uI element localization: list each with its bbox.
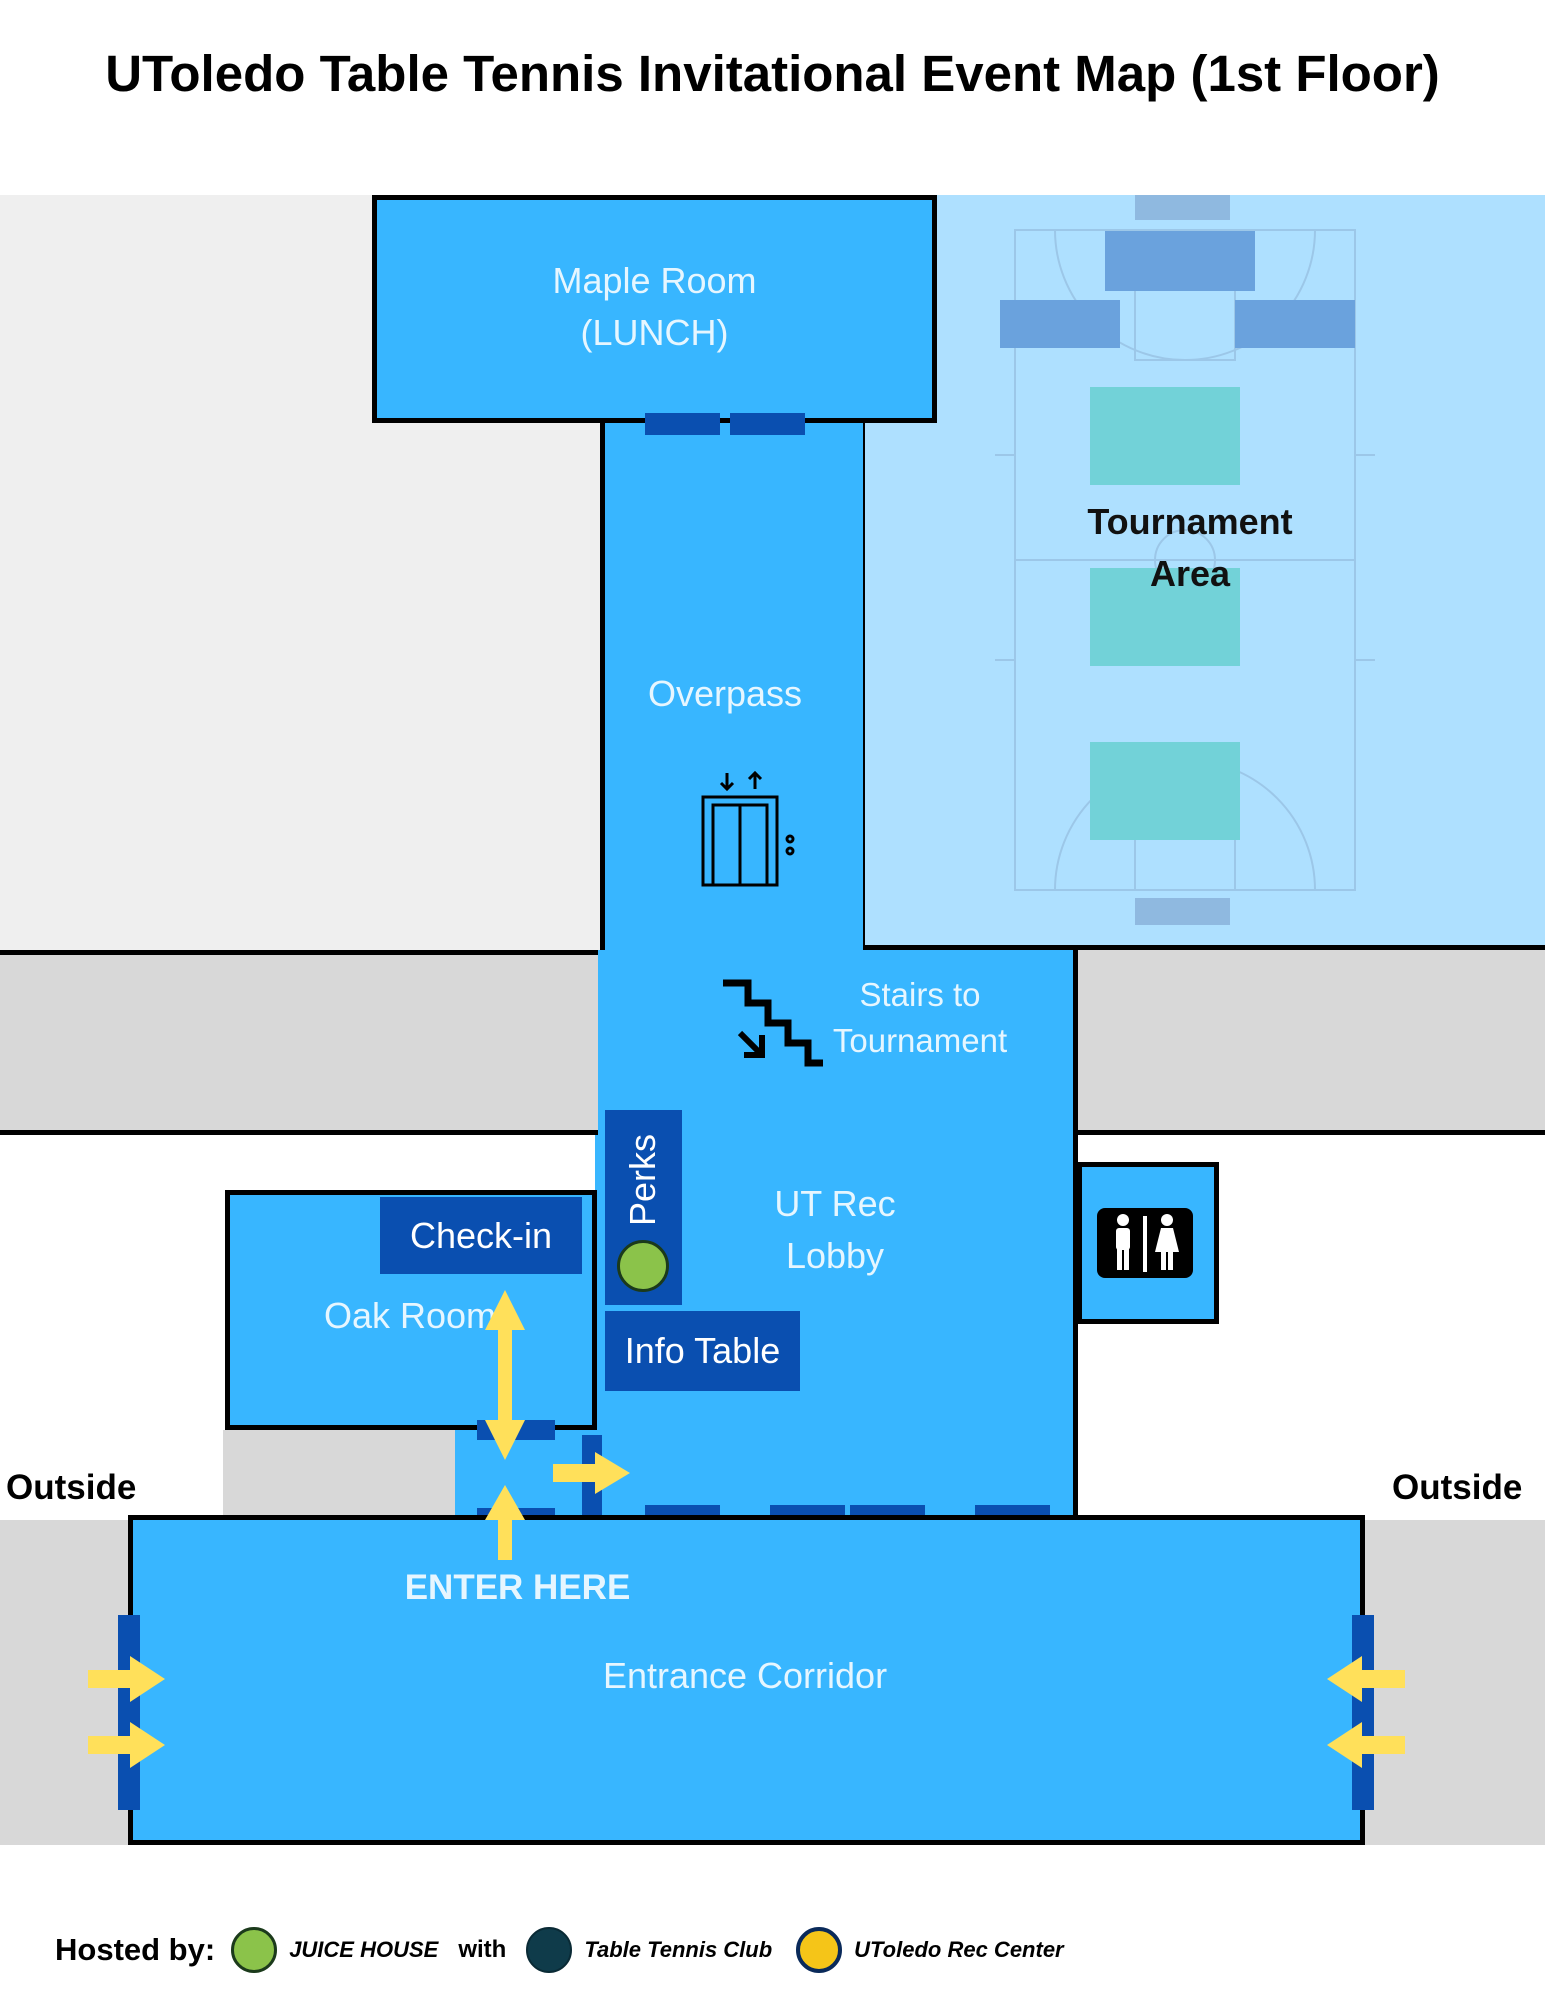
rec-center-name: UToledo Rec Center	[854, 1937, 1064, 1962]
lobby-left-notch	[595, 1135, 605, 1520]
page-title: UToledo Table Tennis Invitational Event …	[105, 45, 1440, 102]
corridor-door-left[interactable]	[118, 1615, 140, 1810]
entrance-corridor-label: Entrance Corridor	[602, 1655, 888, 1696]
stairs-line2: Tournament	[832, 1022, 1008, 1060]
maple-room-name: Maple Room	[552, 260, 757, 301]
tennis-table-1	[1090, 387, 1240, 485]
rec-center-logo-icon	[796, 1927, 843, 1973]
outside-right-label: Outside	[1392, 1468, 1523, 1507]
restroom-icon	[1097, 1208, 1193, 1278]
overpass-label: Overpass	[647, 673, 803, 714]
hoop-bottom	[1135, 898, 1230, 925]
info-table[interactable]: Info Table	[605, 1311, 800, 1391]
lobby-line2: Lobby	[785, 1235, 885, 1277]
tournament-line2: Area	[1149, 553, 1231, 595]
perks-booth[interactable]: Perks	[605, 1110, 682, 1305]
court-table-left	[1000, 300, 1120, 348]
table-tennis-club-logo-icon	[526, 1927, 573, 1973]
footer: Hosted by: JUICE HOUSE with Table Tennis…	[55, 1925, 1064, 1975]
enter-here-label: ENTER HERE	[404, 1568, 631, 1607]
tennis-table-3	[1090, 742, 1240, 840]
table-tennis-club-name: Table Tennis Club	[584, 1937, 773, 1962]
hoop-top	[1135, 195, 1230, 220]
lobby-label: UT Rec Lobby	[720, 1178, 950, 1282]
corridor-door-right[interactable]	[1352, 1615, 1374, 1810]
stairs-label: Stairs to Tournament	[810, 972, 1030, 1064]
maple-room-sub: (LUNCH)	[580, 312, 729, 354]
juice-house-logo-icon	[617, 1240, 669, 1292]
juice-house-footer-logo-icon	[231, 1927, 278, 1973]
basketball-court	[995, 195, 1375, 925]
entrance-corridor[interactable]	[128, 1515, 1365, 1845]
elevator-icon	[701, 770, 795, 887]
outside-left-label: Outside	[6, 1468, 137, 1507]
tournament-label: Tournament Area	[1045, 496, 1335, 600]
vestibule-side-door[interactable]	[582, 1435, 602, 1515]
hosted-by-label: Hosted by:	[55, 1932, 216, 1967]
maple-door-left[interactable]	[645, 413, 720, 435]
overpass[interactable]	[600, 423, 863, 953]
tournament-area	[860, 195, 1545, 950]
stairs-line1: Stairs to	[859, 976, 981, 1013]
court-table-top	[1105, 231, 1255, 291]
lobby-line1: UT Rec	[774, 1183, 896, 1224]
right-middle-band	[1075, 950, 1545, 1135]
maple-door-right[interactable]	[730, 413, 805, 435]
oak-lower-zone	[223, 1430, 458, 1520]
maple-room-label: Maple Room (LUNCH)	[372, 255, 937, 359]
perks-label: Perks	[622, 1133, 663, 1227]
check-in-desk[interactable]: Check-in	[380, 1197, 582, 1274]
left-outside-zone	[0, 1520, 130, 1845]
left-middle-band	[0, 950, 600, 1135]
with-label: with	[458, 1936, 507, 1963]
stairs-icon	[723, 979, 823, 1067]
tennis-table-2	[1090, 568, 1240, 666]
right-outside-zone	[1360, 1520, 1545, 1845]
oak-door[interactable]	[477, 1420, 555, 1440]
juice-house-name: JUICE HOUSE	[289, 1937, 439, 1962]
tournament-line1: Tournament	[1087, 501, 1293, 542]
restroom-figures-icon	[1116, 1214, 1179, 1272]
oak-room-label: Oak Room	[323, 1295, 497, 1336]
court-table-right	[1235, 300, 1355, 348]
